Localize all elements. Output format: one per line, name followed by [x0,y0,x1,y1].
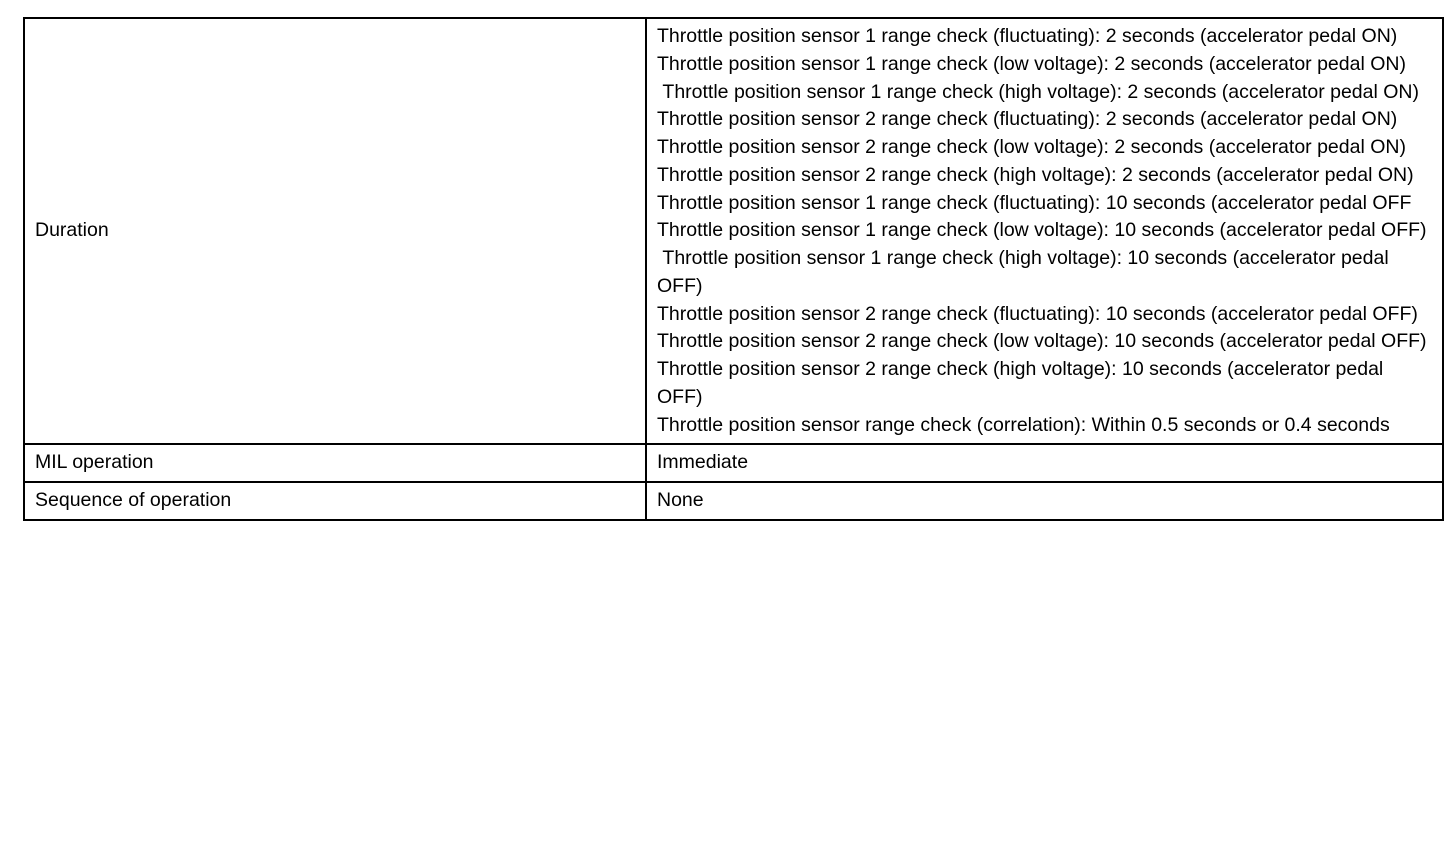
value-line: Immediate [657,451,749,474]
table-row-duration: Duration Throttle position sensor 1 rang… [23,16,1444,446]
duration-line: Throttle position sensor 2 range check (… [657,302,1418,325]
duration-line: Throttle position sensor 1 range check (… [657,247,1395,297]
duration-line: Throttle position sensor 2 range check (… [657,136,1406,158]
spec-table: Duration Throttle position sensor 1 rang… [23,16,1444,521]
row-value: Immediate [645,443,1444,483]
duration-line: Throttle position sensor 1 range check (… [657,25,1398,47]
duration-line: Throttle position sensor 1 range check (… [657,219,1427,242]
duration-line: Throttle position sensor 2 range check (… [657,108,1398,131]
duration-line: Throttle position sensor range check (co… [657,413,1390,436]
table-row-mil-operation: MIL operation Immediate [23,443,1444,483]
value-line: None [657,489,704,511]
row-label: Sequence of operation [23,481,647,521]
duration-line: Throttle position sensor 1 range check (… [657,52,1406,75]
row-value: Throttle position sensor 1 range check (… [645,16,1444,446]
row-label: Duration [23,16,647,446]
duration-line: Throttle position sensor 1 range check (… [657,191,1412,214]
duration-line: Throttle position sensor 2 range check (… [657,330,1427,353]
duration-line: Throttle position sensor 1 range check (… [657,80,1419,103]
row-label: MIL operation [23,443,647,483]
table-row-sequence-of-operation: Sequence of operation None [23,481,1444,521]
row-value: None [645,481,1444,521]
duration-line: Throttle position sensor 2 range check (… [657,163,1414,186]
duration-line: Throttle position sensor 2 range check (… [657,358,1384,408]
